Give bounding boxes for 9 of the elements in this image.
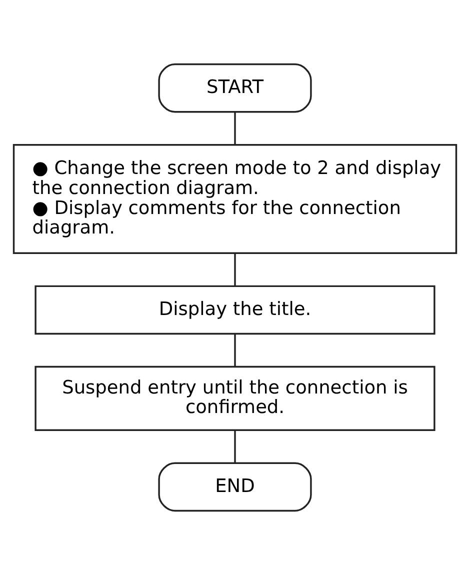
node-box: ● Change the screen mode to 2 and display the connection diagram. ● Display comments for the connection diagram. xyxy=(12,144,458,254)
connector xyxy=(234,334,236,366)
node-box: Suspend entry until the connection is confirmed. xyxy=(34,366,436,431)
connector xyxy=(234,112,236,144)
node-box: Display the title. xyxy=(34,285,436,335)
connector xyxy=(234,430,236,464)
connector xyxy=(234,253,236,286)
node-box: START xyxy=(158,63,312,113)
node-box: END xyxy=(158,462,312,512)
